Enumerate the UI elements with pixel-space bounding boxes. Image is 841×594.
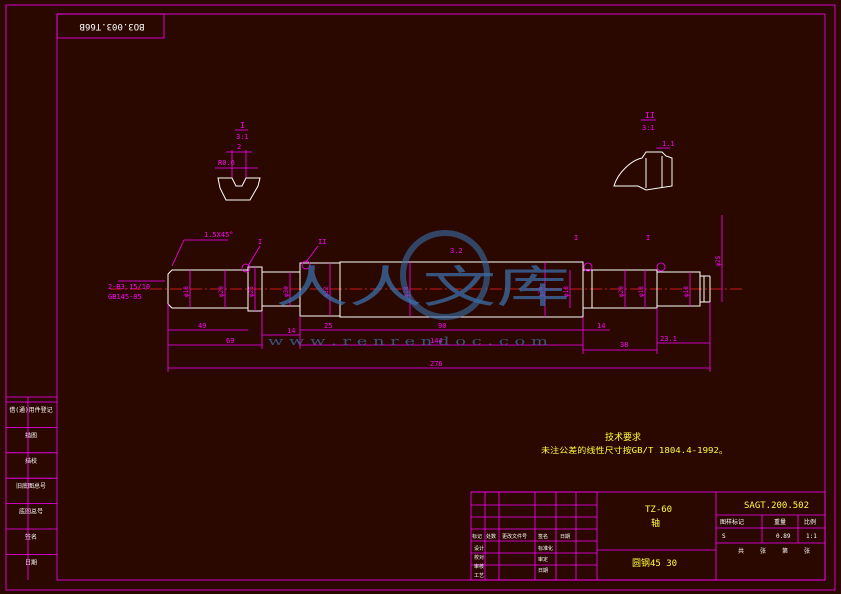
watermark: 人人文库 w w w . r e n r e n d o c . c o m (268, 230, 570, 348)
revision-header: 更改文件号 (502, 533, 527, 540)
value-weight: 0.89 (776, 533, 791, 540)
dim-49: 49 (198, 322, 206, 330)
sign-row-label: 校对 (474, 554, 484, 561)
value-mark: S (722, 533, 726, 540)
diameter-label: φ18 (638, 286, 645, 297)
watermark-text: 人人文库 (275, 262, 570, 313)
title-block-grid: 标记处数更改文件号签名日期设计校对审核工艺标准化审定日期 (471, 491, 597, 581)
dim-14b: 14 (597, 322, 605, 330)
detail-one-label: I (240, 121, 245, 130)
diameter-label: φ18 (683, 286, 690, 297)
sign-row-label: 设计 (474, 545, 484, 552)
dim-144: 144 (430, 337, 443, 345)
sign-row-right-label: 审定 (538, 556, 548, 563)
center-hole-1: 2-B3.15/10 (108, 283, 150, 291)
material: 圆钢45 30 (632, 557, 677, 569)
detail-two-label: II (645, 111, 655, 120)
detail-one-dim-r: R0.6 (218, 159, 235, 167)
dim-90: 90 (438, 322, 446, 330)
sign-row-right-label: 标准化 (538, 545, 553, 552)
part-code: TZ-60 (645, 505, 672, 515)
diameter-label: φ18 (183, 286, 190, 297)
dim-23: 23.1 (660, 335, 677, 343)
left-strip-label: 借(通)用件登记 (9, 406, 52, 414)
diameter-label: φ20 (218, 286, 225, 297)
sheet-a: 共 (738, 547, 744, 555)
diameter-label: φ20 (538, 286, 545, 297)
left-strip-label: 日期 (25, 558, 37, 566)
left-strip-label: 签名 (25, 533, 37, 541)
dim-14a: 14 (287, 327, 295, 335)
detail-two-scale: 3:1 (642, 124, 655, 132)
left-strip-label: 底图总号 (19, 508, 43, 516)
drawing-number: SAGT.200.502 (744, 501, 809, 511)
header-weight: 重量 (774, 518, 786, 526)
shaft-callouts: 1.5X45° 2-B3.15/10 GB145-85 I II 3.2 I I (108, 231, 666, 301)
diameter-label: φ18 (563, 286, 570, 297)
technical-requirements: 技术要求 未注公差的线性尺寸按GB/T 1804.4-1992。 (541, 431, 728, 455)
left-strip-label: 描图 (25, 431, 37, 439)
revision-header: 标记 (472, 533, 482, 540)
inner-frame (56, 13, 826, 581)
diameter-label: φ30 (283, 286, 290, 297)
left-strip-label: 旧底图总号 (16, 482, 46, 490)
dim-38: 38 (620, 341, 628, 349)
diameter-label: φ20 (618, 286, 625, 297)
roman-callout-one: I (258, 238, 262, 246)
detail-one-scale: 3:1 (236, 133, 249, 141)
dim-25: 25 (324, 322, 332, 330)
svg-text:I: I (574, 234, 578, 242)
tech-title: 技术要求 (605, 431, 641, 443)
sheet-b: 张 (760, 547, 766, 555)
outer-frame (5, 4, 836, 591)
part-name: 轴 (651, 517, 660, 529)
sign-row-label: 审核 (474, 563, 484, 570)
chamfer-callout: 1.5X45° (204, 231, 234, 239)
title-block: 标记处数更改文件号签名日期设计校对审核工艺标准化审定日期 TZ-60 轴 圆钢4… (470, 491, 826, 581)
header-scale: 比例 (804, 518, 816, 526)
dim-276: 276 (430, 360, 443, 368)
length-dimensions: 49 69 14 25 90 144 14 38 23.1 276 (167, 302, 711, 372)
revision-header: 日期 (560, 534, 570, 540)
value-scale: 1:1 (806, 533, 817, 540)
sheet-d: 张 (804, 547, 810, 555)
watermark-url: w w w . r e n r e n d o c . c o m (268, 335, 549, 348)
sheet-c: 第 (782, 547, 788, 555)
rotated-drawing-number-box: BO3.003.T66B (56, 13, 165, 39)
svg-text:I: I (646, 234, 650, 242)
diameter-label: φ25 (715, 255, 722, 266)
diameter-label: φ25 (248, 286, 255, 297)
detail-two-dim: 1.1 (662, 140, 675, 148)
detail-view-two: II 3:1 1.1 (613, 111, 675, 191)
sign-row-right-label: 日期 (538, 568, 548, 574)
header-mark: 图样标记 (720, 518, 744, 526)
revision-header: 处数 (486, 533, 496, 540)
rotated-drawing-number: BO3.003.T66B (79, 21, 144, 31)
tech-line: 未注公差的线性尺寸按GB/T 1804.4-1992。 (541, 445, 728, 455)
detail-view-one: I 3:1 2 R0.6 (215, 121, 261, 201)
left-strip-label: 描校 (25, 457, 37, 465)
center-hole-2: GB145-85 (108, 293, 142, 301)
roman-callout-two: II (318, 238, 326, 246)
revision-header: 签名 (538, 533, 548, 540)
dim-69: 69 (226, 337, 234, 345)
diameter-label: φ32 (323, 286, 330, 297)
detail-one-dim-2: 2 (237, 143, 241, 151)
roughness-callout: 3.2 (450, 247, 463, 255)
sign-row-label: 工艺 (474, 573, 484, 579)
